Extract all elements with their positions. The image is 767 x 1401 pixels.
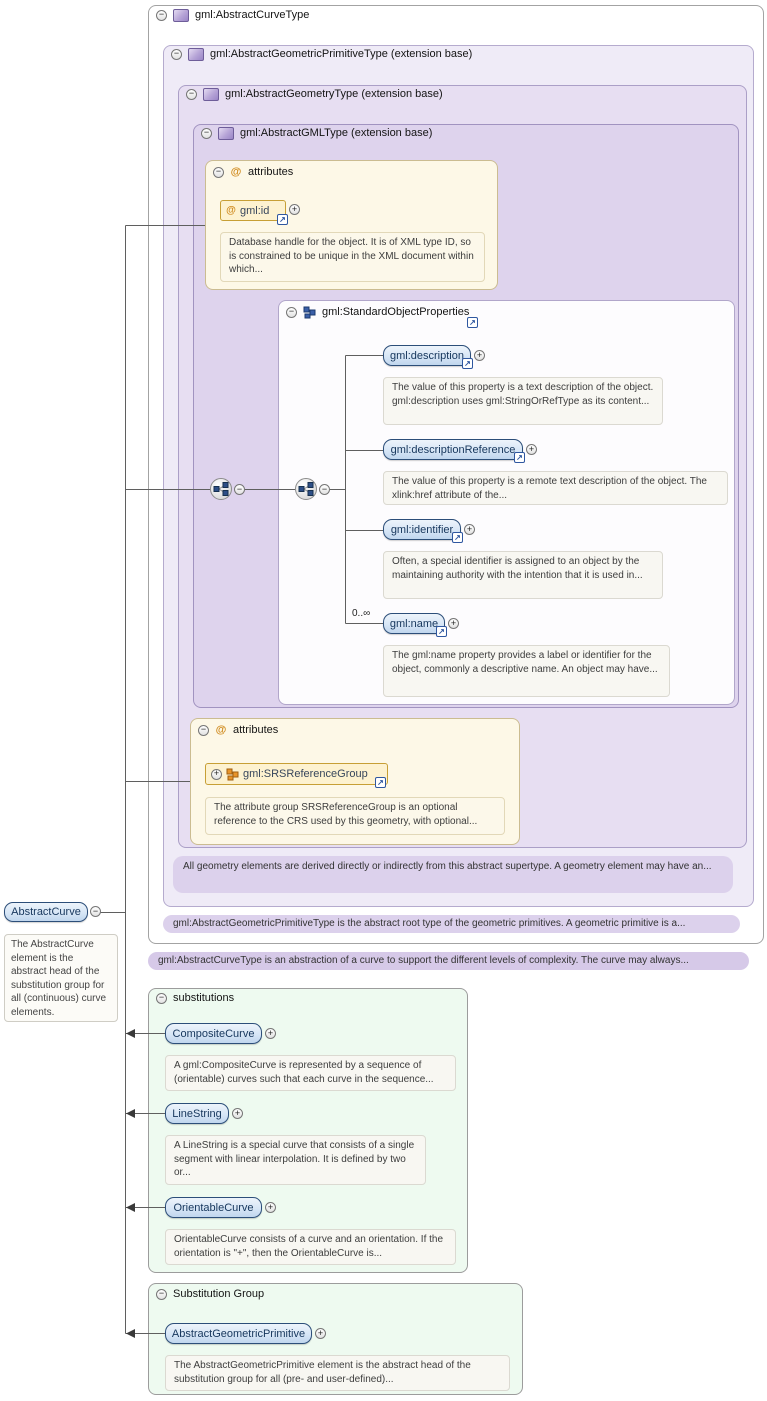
collapse-icon[interactable] [186,88,197,100]
model-group-icon [303,306,316,318]
element-gml-identifier[interactable]: gml:identifier [383,519,461,540]
complex-type-icon [188,47,204,61]
annotation-geometric-primitive-type: gml:AbstractGeometricPrimitiveType is th… [163,915,740,933]
collapse-icon[interactable] [171,48,182,60]
cardinality-label: 0..∞ [352,608,371,619]
attributes-title: attributes [233,724,279,736]
type-title: gml:AbstractGeometricPrimitiveType (exte… [210,48,473,60]
collapse-icon[interactable] [156,1288,167,1300]
complex-type-icon [173,8,189,22]
element-label: gml:descriptionReference [390,443,516,456]
expand-icon[interactable] [265,1202,276,1213]
element-gml-description-reference[interactable]: gml:descriptionReference [383,439,523,460]
attribute-doc: Database handle for the object. It is of… [220,232,485,282]
element-gml-description[interactable]: gml:description [383,345,471,366]
expand-icon[interactable] [464,524,475,535]
element-abstract-curve[interactable]: AbstractCurve [4,902,88,922]
element-doc: The value of this property is a remote t… [383,471,728,505]
element-label: gml:description [390,349,464,362]
expand-icon[interactable] [289,204,300,215]
jump-to-definition-icon[interactable] [514,452,525,463]
jump-to-definition-icon[interactable] [375,777,386,788]
collapse-icon[interactable] [319,484,330,495]
element-composite-curve[interactable]: CompositeCurve [165,1023,262,1044]
substitutions-title: substitutions [173,992,235,1004]
collapse-icon[interactable] [90,906,101,917]
collapse-icon[interactable] [234,484,245,495]
element-doc: The AbstractGeometricPrimitive element i… [165,1355,510,1391]
element-doc: The AbstractCurve element is the abstrac… [4,934,118,1022]
element-label: gml:identifier [390,523,454,536]
element-doc: The gml:name property provides a label o… [383,645,670,697]
attribute-group-icon [226,768,239,780]
sequence-icon [210,478,232,500]
element-doc: A gml:CompositeCurve is represented by a… [165,1055,456,1091]
element-label: OrientableCurve [173,1201,254,1214]
sequence-icon [295,478,317,500]
collapse-icon[interactable] [156,992,167,1004]
attribute-group-name: gml:SRSReferenceGroup [243,768,368,780]
jump-to-definition-icon[interactable] [462,358,473,369]
annotation-geometry-type: All geometry elements are derived direct… [173,856,733,893]
jump-to-definition-icon[interactable] [467,317,478,328]
attribute-group-doc: The attribute group SRSReferenceGroup is… [205,797,505,835]
jump-to-definition-icon[interactable] [436,626,447,637]
attribute-icon [230,166,242,178]
type-title: gml:AbstractGMLType (extension base) [240,127,433,139]
collapse-icon[interactable] [213,166,224,178]
attribute-name: gml:id [240,204,270,217]
expand-icon[interactable] [211,768,222,780]
expand-icon[interactable] [448,618,459,629]
element-label: CompositeCurve [172,1027,255,1040]
collapse-icon[interactable] [201,127,212,139]
element-doc: The value of this property is a text des… [383,377,663,425]
attribute-icon [226,205,236,217]
type-title: gml:AbstractCurveType [195,9,310,21]
group-title: gml:StandardObjectProperties [322,306,470,318]
substitution-group-title: Substitution Group [173,1288,265,1300]
attribute-icon [215,724,227,736]
collapse-icon[interactable] [198,724,209,736]
complex-type-icon [218,126,234,140]
annotation-curve-type: gml:AbstractCurveType is an abstraction … [148,952,749,970]
element-doc: OrientableCurve consists of a curve and … [165,1229,456,1265]
element-label: AbstractCurve [11,906,81,918]
expand-icon[interactable] [315,1328,326,1339]
element-gml-name[interactable]: gml:name [383,613,445,634]
type-title: gml:AbstractGeometryType (extension base… [225,88,443,100]
element-orientable-curve[interactable]: OrientableCurve [165,1197,262,1218]
attributes-title: attributes [248,166,294,178]
collapse-icon[interactable] [156,9,167,21]
collapse-icon[interactable] [286,306,297,318]
element-label: AbstractGeometricPrimitive [171,1327,306,1340]
expand-icon[interactable] [232,1108,243,1119]
expand-icon[interactable] [474,350,485,361]
substitution-arrowheads [126,1029,135,1338]
element-doc: Often, a special identifier is assigned … [383,551,663,599]
element-label: gml:name [389,617,439,630]
jump-to-definition-icon[interactable] [277,214,288,225]
attribute-group-srs-reference-group[interactable]: gml:SRSReferenceGroup [205,763,388,785]
expand-icon[interactable] [265,1028,276,1039]
jump-to-definition-icon[interactable] [452,532,463,543]
element-abstract-geometric-primitive[interactable]: AbstractGeometricPrimitive [165,1323,312,1344]
element-line-string[interactable]: LineString [165,1103,229,1124]
element-label: LineString [172,1107,222,1120]
complex-type-icon [203,87,219,101]
attribute-gml-id[interactable]: gml:id [220,200,286,221]
element-doc: A LineString is a special curve that con… [165,1135,426,1185]
expand-icon[interactable] [526,444,537,455]
